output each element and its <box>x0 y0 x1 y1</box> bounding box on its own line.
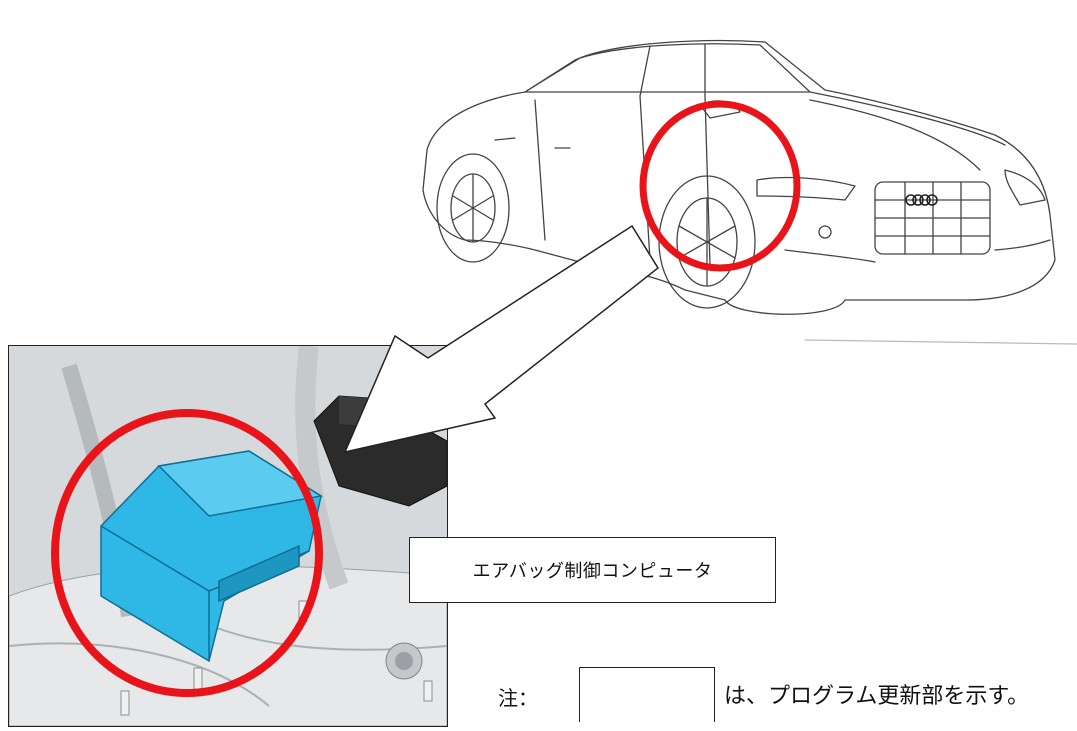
car-illustration <box>405 0 1077 352</box>
note-text: は、プログラム更新部を示す。 <box>724 684 1030 709</box>
note-legend-box <box>579 667 715 722</box>
car-body-outline <box>422 39 1056 315</box>
audi-logo <box>905 194 938 206</box>
car-windows <box>524 43 811 93</box>
rear-wheel <box>436 153 510 263</box>
airbag-module-inset <box>8 345 448 727</box>
airbag-ecu-label: エアバッグ制御コンピュータ <box>409 537 776 603</box>
front-wheel <box>658 175 756 309</box>
note-prefix: 注： <box>498 686 538 710</box>
